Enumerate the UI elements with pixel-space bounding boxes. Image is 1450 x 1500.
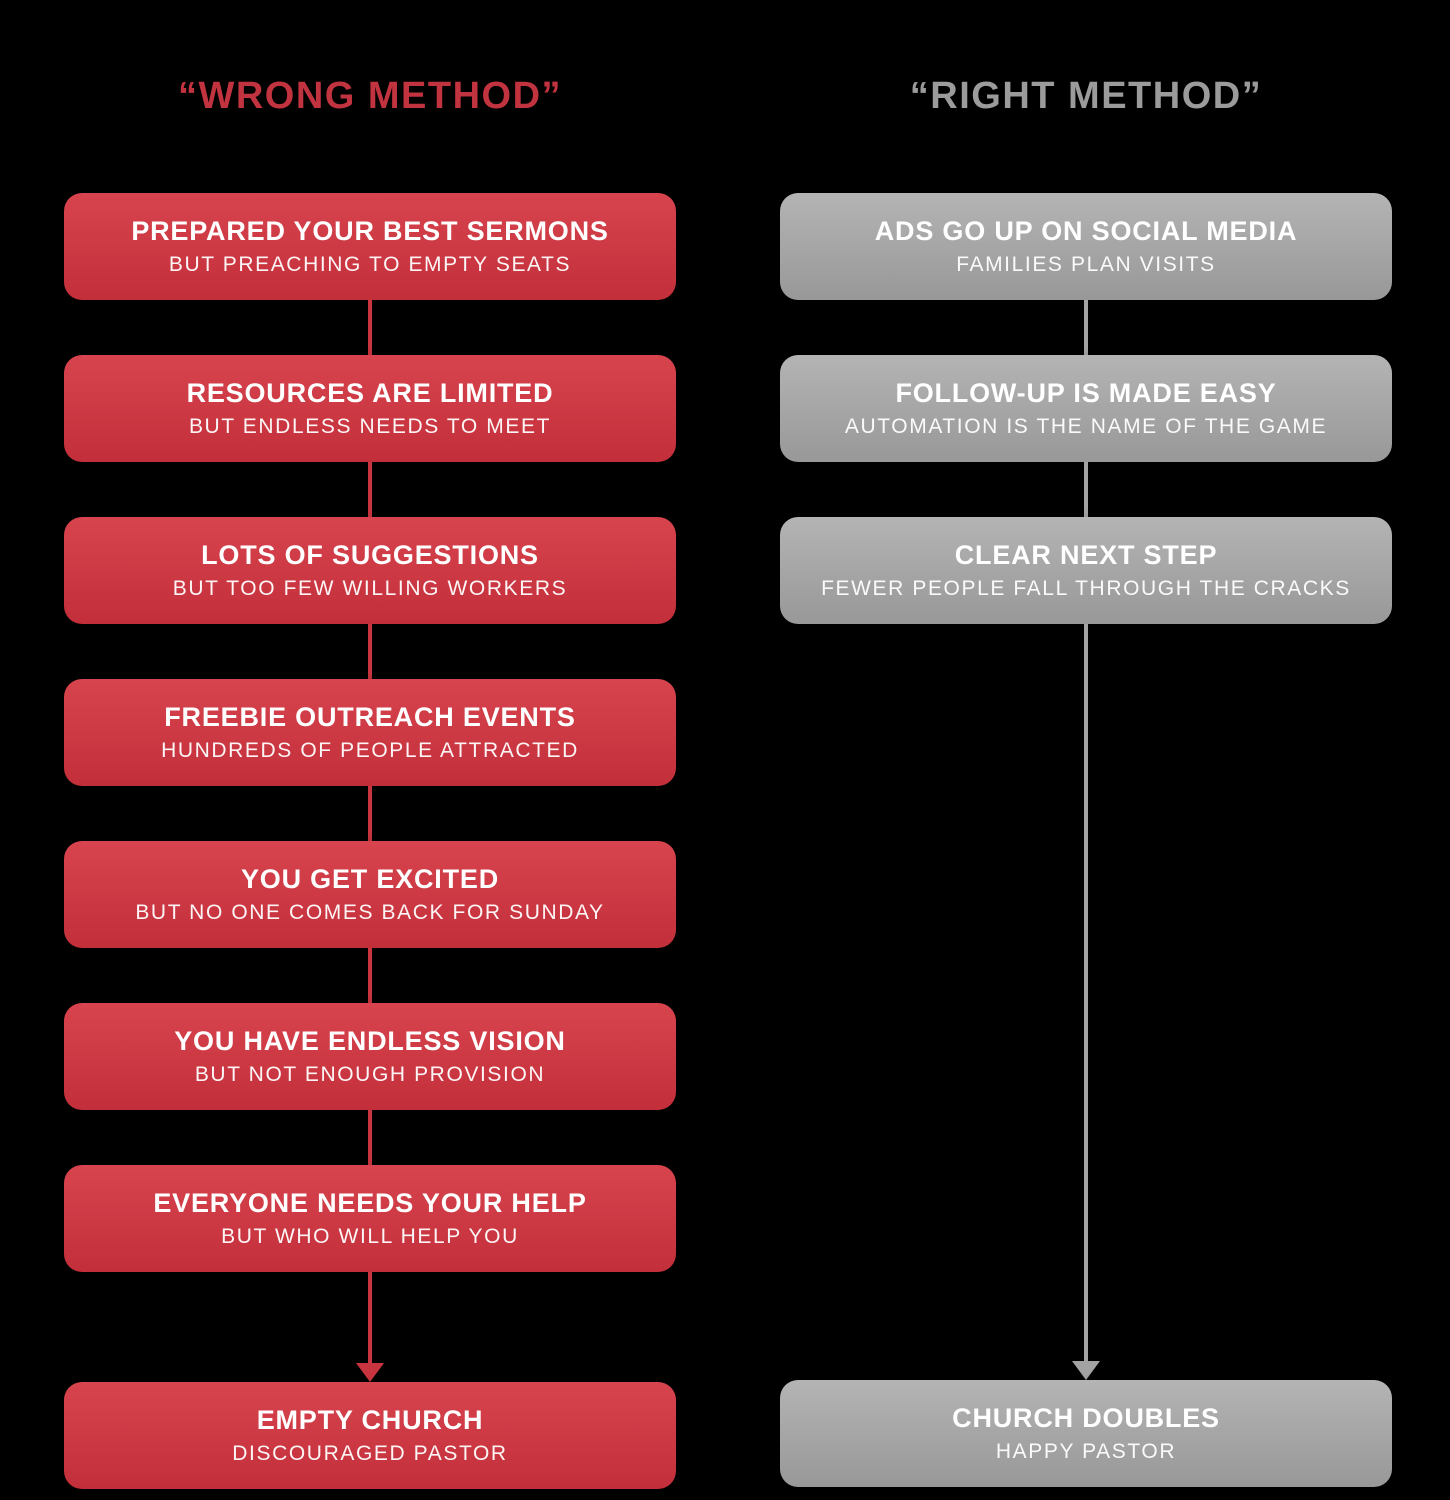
connector [64,462,676,517]
step-subtitle: BUT TOO FEW WILLING WORKERS [172,577,568,601]
flow-step: PREPARED YOUR BEST SERMONS BUT PREACHING… [64,193,676,300]
result-subtitle: DISCOURAGED PASTOR [232,1442,508,1466]
step-subtitle: BUT NO ONE COMES BACK FOR SUNDAY [135,901,605,925]
connector-line [368,624,372,679]
flow-step: YOU GET EXCITED BUT NO ONE COMES BACK FO… [64,841,676,948]
step-subtitle: BUT WHO WILL HELP YOU [221,1225,519,1249]
column-wrong-method: “WRONG METHOD” PREPARED YOUR BEST SERMON… [64,0,676,1489]
step-subtitle: FEWER PEOPLE FALL THROUGH THE CRACKS [821,577,1351,601]
wrong-method-title: “WRONG METHOD” [177,75,563,117]
step-title: FOLLOW-UP IS MADE EASY [895,377,1277,408]
connector-line [368,462,372,517]
result-box: EMPTY CHURCH DISCOURAGED PASTOR [64,1382,676,1489]
arrow-down-icon [1072,1361,1100,1380]
flow-step: RESOURCES ARE LIMITED BUT ENDLESS NEEDS … [64,355,676,462]
flow-step: CLEAR NEXT STEP FEWER PEOPLE FALL THROUG… [780,517,1392,624]
column-title-wrap: “WRONG METHOD” [64,0,676,193]
connector-with-arrow [780,624,1392,1380]
step-title: CLEAR NEXT STEP [954,539,1218,570]
step-subtitle: AUTOMATION IS THE NAME OF THE GAME [844,415,1328,439]
flow-step: ADS GO UP ON SOCIAL MEDIA FAMILIES PLAN … [780,193,1392,300]
flow-step: FREEBIE OUTREACH EVENTS HUNDREDS OF PEOP… [64,679,676,786]
connector-line [368,1110,372,1165]
result-subtitle: HAPPY PASTOR [995,1440,1177,1464]
result-box: CHURCH DOUBLES HAPPY PASTOR [780,1380,1392,1487]
connector-with-arrow [64,1272,676,1382]
result-title: EMPTY CHURCH [256,1404,484,1435]
step-subtitle: FAMILIES PLAN VISITS [956,253,1216,277]
connector-line [1084,300,1088,355]
connector-line [368,948,372,1003]
step-title: FREEBIE OUTREACH EVENTS [164,701,576,732]
step-subtitle: BUT ENDLESS NEEDS TO MEET [188,415,552,439]
right-method-title: “RIGHT METHOD” [909,75,1263,117]
step-title: EVERYONE NEEDS YOUR HELP [153,1187,587,1218]
result-title: CHURCH DOUBLES [952,1402,1220,1433]
connector [64,1110,676,1165]
connector [64,300,676,355]
connector [64,786,676,841]
connector [64,948,676,1003]
flow-step: FOLLOW-UP IS MADE EASY AUTOMATION IS THE… [780,355,1392,462]
step-title: RESOURCES ARE LIMITED [186,377,554,408]
connector-line [1084,624,1088,1362]
step-title: YOU HAVE ENDLESS VISION [174,1025,566,1056]
connector-line [368,786,372,841]
connector-line [1084,462,1088,517]
column-title-wrap: “RIGHT METHOD” [780,0,1392,193]
step-subtitle: BUT NOT ENOUGH PROVISION [194,1063,546,1087]
flow-step: EVERYONE NEEDS YOUR HELP BUT WHO WILL HE… [64,1165,676,1272]
step-subtitle: HUNDREDS OF PEOPLE ATTRACTED [161,739,579,763]
step-title: LOTS OF SUGGESTIONS [201,539,539,570]
connector-line [368,1272,372,1364]
connector-line [368,300,372,355]
connector [780,300,1392,355]
connector [780,462,1392,517]
column-right-method: “RIGHT METHOD” ADS GO UP ON SOCIAL MEDIA… [780,0,1392,1487]
connector [64,624,676,679]
flow-step: LOTS OF SUGGESTIONS BUT TOO FEW WILLING … [64,517,676,624]
arrow-down-icon [356,1363,384,1382]
step-subtitle: BUT PREACHING TO EMPTY SEATS [168,253,572,277]
step-title: ADS GO UP ON SOCIAL MEDIA [874,215,1298,246]
step-title: PREPARED YOUR BEST SERMONS [131,215,609,246]
step-title: YOU GET EXCITED [240,863,500,894]
flow-step: YOU HAVE ENDLESS VISION BUT NOT ENOUGH P… [64,1003,676,1110]
